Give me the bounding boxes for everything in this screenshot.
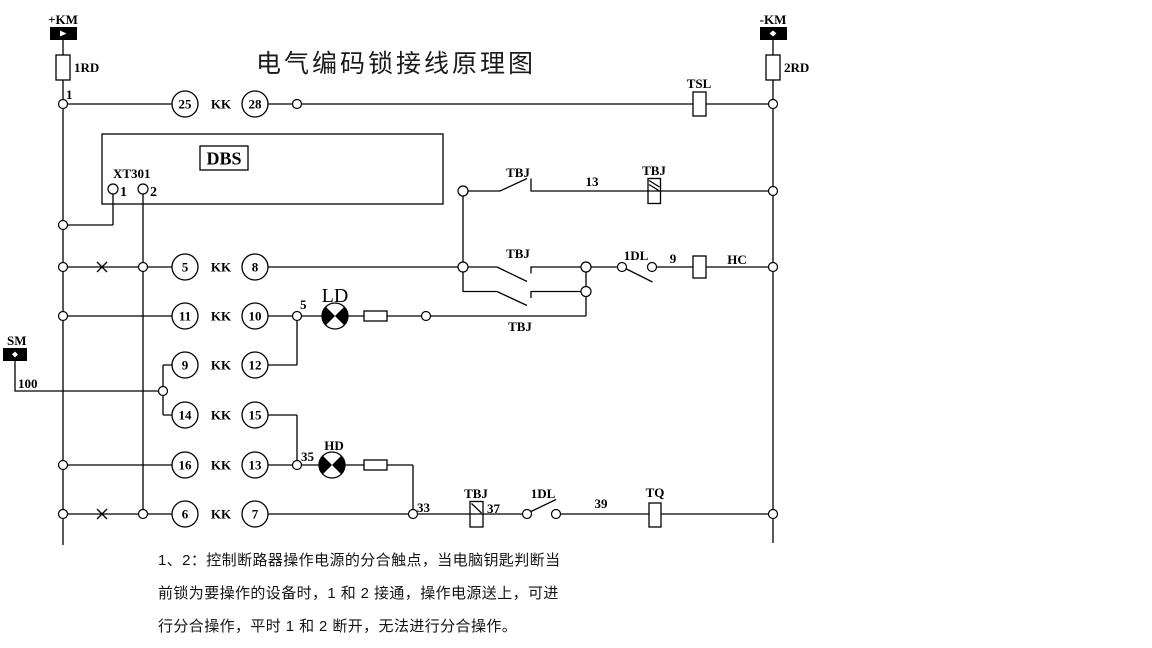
wire-33-label: 33 [417, 500, 431, 515]
1dl-contact-top-label: 1DL [624, 248, 649, 263]
tq-label: TQ [646, 485, 665, 500]
terminal-11: 11 [179, 309, 191, 324]
kk-label: KK [211, 507, 232, 522]
node-1-label: 1 [66, 87, 73, 102]
diamond-icon [769, 30, 777, 37]
terminal-14: 14 [179, 408, 193, 423]
note-line-3: 行分合操作，平时 1 和 2 断开，无法进行分合操作。 [158, 618, 518, 635]
wire-35-label: 35 [301, 449, 315, 464]
kk-label: KK [211, 358, 232, 373]
terminal-8: 8 [252, 260, 259, 275]
fuse-1rd-label: 1RD [74, 60, 99, 75]
terminal-9: 9 [182, 358, 189, 373]
tq-coil: TQ [646, 485, 665, 528]
ld-resistor [363, 310, 388, 322]
tbj-contact-lower-label: TBJ [508, 319, 532, 334]
1dl-contact-bottom-left [521, 508, 533, 520]
pos-terminal-label: +KM [48, 12, 78, 27]
kk-label: KK [211, 260, 232, 275]
fuse-1rd: 1RD [55, 54, 99, 81]
dbs-label: DBS [206, 149, 241, 169]
tbj-coil-bottom-label: TBJ [464, 486, 488, 501]
1dl-contact-bottom-label: 1DL [531, 486, 556, 501]
terminal-10: 10 [249, 309, 262, 324]
kk-label: KK [211, 458, 232, 473]
xt301-terminal-2-label: 2 [150, 185, 157, 200]
terminal-13: 13 [249, 458, 263, 473]
hc-coil: HC [692, 252, 747, 279]
positive-bus-terminal: +KM [48, 12, 78, 40]
neg-terminal-label: -KM [760, 12, 787, 27]
diagram-title: 电气编码锁接线原理图 [256, 50, 537, 78]
kk-label: KK [211, 97, 232, 112]
hc-label: HC [727, 252, 747, 267]
kk-switch-row-5: 14 KK 15 [171, 401, 269, 429]
1dl-contact-top-left [616, 261, 628, 273]
1dl-contact-top-right [646, 261, 658, 273]
kk-switch-row-6: 16 KK 13 [171, 451, 269, 479]
tsl-coil: TSL [687, 76, 712, 117]
sm-label: SM [7, 333, 27, 348]
terminal-12: 12 [249, 358, 262, 373]
wire-9-label: 9 [670, 251, 677, 266]
kk-switch-row-2: 5 KK 8 [171, 253, 269, 281]
tbj-coil-top: TBJ [642, 163, 666, 205]
arrow-icon [60, 30, 67, 37]
terminal-5: 5 [182, 260, 189, 275]
xt301-label: XT301 [113, 166, 151, 181]
sm-terminal: SM 100 [3, 333, 38, 391]
hd-resistor [363, 459, 388, 471]
kk-label: KK [211, 309, 232, 324]
terminal-16: 16 [179, 458, 193, 473]
xt301-terminal-1-label: 1 [120, 185, 127, 200]
hd-lamp: HD [318, 438, 388, 479]
ld-label: LD [322, 285, 349, 307]
tbj-contact-top-label: TBJ [506, 165, 530, 180]
note-line-2: 前锁为要操作的设备时，1 和 2 接通，操作电源送上，可进 [158, 585, 559, 602]
wires [14, 40, 774, 545]
wire-13-label: 13 [586, 174, 600, 189]
diamond-icon [12, 351, 18, 358]
kk-switch-row-7: 6 KK 7 [171, 500, 269, 528]
wire-break-x-marks [96, 261, 108, 520]
hd-label: HD [324, 438, 344, 453]
fuse-2rd-label: 2RD [784, 60, 809, 75]
note-line-1: 1、2：控制断路器操作电源的分合触点，当电脑钥匙判断当 [158, 552, 561, 569]
contact-labels: TBJ 13 TBJ TBJ 1DL 9 5 35 33 37 1DL 39 [300, 165, 677, 516]
terminal-25: 25 [179, 97, 193, 112]
notes-block: 1、2：控制断路器操作电源的分合触点，当电脑钥匙判断当 前锁为要操作的设备时，1… [158, 544, 561, 643]
ld-lamp: LD [321, 285, 388, 330]
kk-switch-row-4: 9 KK 12 [171, 351, 269, 379]
tsl-label: TSL [687, 76, 712, 91]
dbs-device-box: DBS XT301 1 2 [101, 133, 444, 205]
1dl-contact-bottom-right [550, 508, 562, 520]
kk-switch-row-1: 25 KK 28 [171, 90, 269, 118]
tbj-coil-top-label: TBJ [642, 163, 666, 178]
fuse-2rd: 2RD [765, 54, 809, 81]
negative-bus-terminal: -KM [760, 12, 787, 40]
terminal-15: 15 [249, 408, 263, 423]
wire-37-label: 37 [487, 501, 501, 516]
wire-100-label: 100 [18, 376, 38, 391]
tbj-coil-bottom: TBJ [464, 486, 488, 528]
terminal-6: 6 [182, 507, 189, 522]
terminal-7: 7 [252, 507, 259, 522]
kk-label: KK [211, 408, 232, 423]
wire-39-label: 39 [595, 496, 609, 511]
tbj-contact-mid-label: TBJ [506, 246, 530, 261]
xt301-terminal-2 [137, 183, 149, 195]
xt301-terminal-1 [107, 183, 119, 195]
junction-nodes [57, 98, 779, 520]
terminal-28: 28 [249, 97, 263, 112]
kk-switch-row-3: 11 KK 10 [171, 302, 269, 330]
wire-5-label: 5 [300, 297, 307, 312]
